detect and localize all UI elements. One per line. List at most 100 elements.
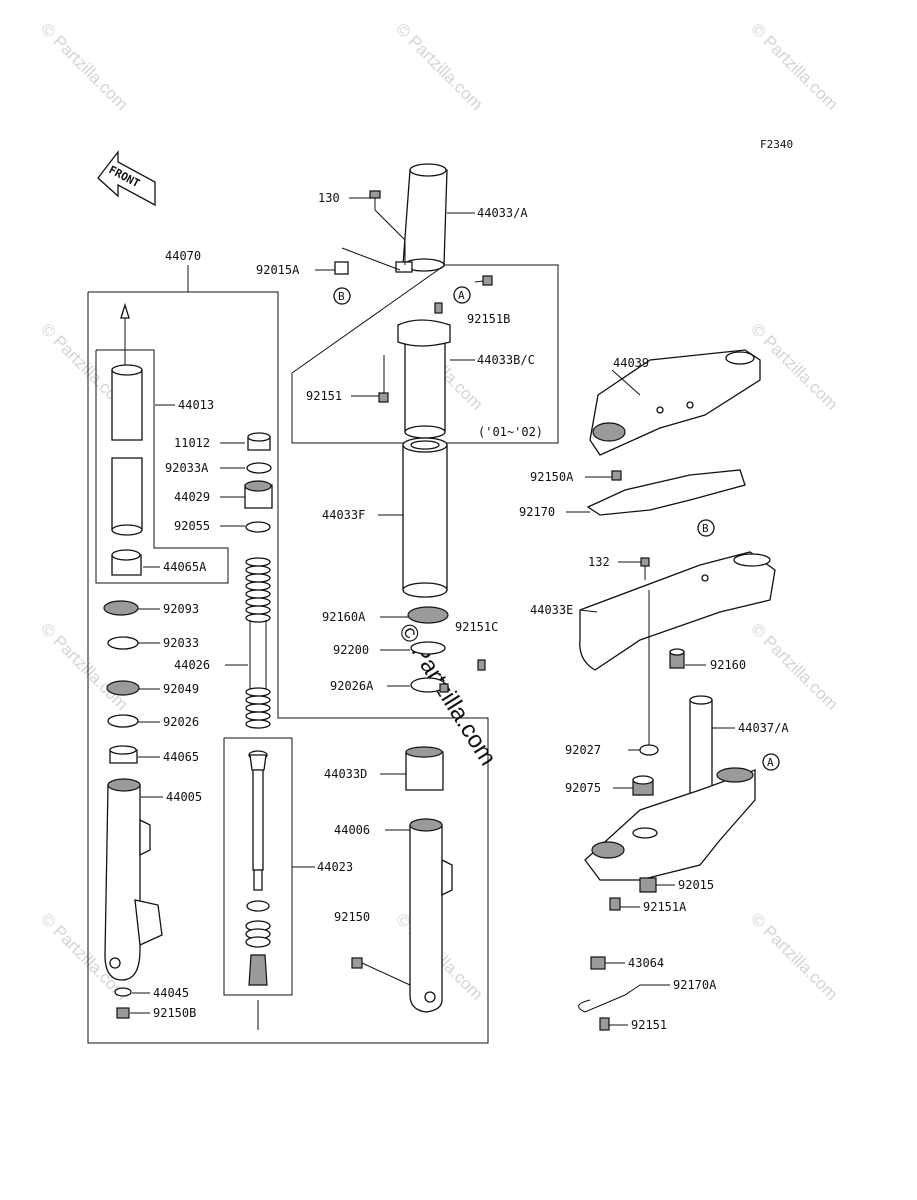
label-44065a: 44065A <box>163 560 207 574</box>
label-92160a: 92160A <box>322 610 366 624</box>
label-44029: 44029 <box>174 490 210 504</box>
label-92026: 92026 <box>163 715 199 729</box>
label-43064: 43064 <box>628 956 664 970</box>
label-92026a: 92026A <box>330 679 374 693</box>
label-44033f: 44033F <box>322 508 365 522</box>
top-bracket-44039 <box>589 349 761 456</box>
label-92150a: 92150A <box>530 470 574 484</box>
bolt-130 <box>369 190 381 210</box>
label-92151b: 92151B <box>467 312 510 326</box>
nut-43064 <box>590 956 606 970</box>
cap-11012 <box>247 432 271 451</box>
watermark: © Partzilla.com <box>747 909 841 1003</box>
watermark-center: © Partzilla.com <box>393 619 502 770</box>
part-labels: 130 44033/A 92015A 92151B 44033B/C 92151… <box>153 191 789 1032</box>
outer-tube-44006 <box>409 818 453 1013</box>
box-44070 <box>87 265 489 1044</box>
bolt-92151c <box>477 659 486 671</box>
callout-a: A <box>762 753 780 771</box>
label-92015a: 92015A <box>256 263 300 277</box>
outer-tube-44005 <box>104 778 163 981</box>
callout-b: B <box>333 287 351 305</box>
label-92200: 92200 <box>333 643 369 657</box>
bolt-92150 <box>351 957 411 986</box>
label-44013: 44013 <box>178 398 214 412</box>
callout-b: B <box>697 519 715 537</box>
label-92151a: 92151A <box>643 900 687 914</box>
watermark: © Partzilla.com <box>392 19 486 113</box>
damper-rod-44023 <box>245 750 271 1030</box>
svg-text:B: B <box>338 290 345 303</box>
upper-cover-44033a <box>395 163 448 273</box>
adjuster-44029 <box>244 480 273 509</box>
watermark: © Partzilla.com <box>747 319 841 413</box>
stem-44037a <box>584 695 756 881</box>
label-92033: 92033 <box>163 636 199 650</box>
bolt-92150a <box>611 470 622 481</box>
bolt-132 <box>640 557 650 580</box>
front-arrow-icon: FRONT <box>97 150 156 207</box>
label-44033a: 44033/A <box>477 206 528 220</box>
watermark: © Partzilla.com <box>747 19 841 113</box>
bracket-44033e <box>579 551 776 671</box>
label-92151: 92151 <box>306 389 342 403</box>
label-44045: 44045 <box>153 986 189 1000</box>
washer-92200 <box>410 641 446 655</box>
washer-92026 <box>107 714 139 728</box>
label-11012: 11012 <box>174 436 210 450</box>
bolt-92150b <box>116 1007 130 1019</box>
label-44070: 44070 <box>165 249 201 263</box>
box-44033bc <box>291 264 559 444</box>
svg-text:B: B <box>702 522 709 535</box>
seal-92049 <box>106 680 140 696</box>
label-92027: 92027 <box>565 743 601 757</box>
label-44033d: 44033D <box>324 767 367 781</box>
label-44039: 44039 <box>613 356 649 370</box>
collar-92015a <box>334 261 349 275</box>
bushing-44065a <box>111 549 142 576</box>
bracket-92170 <box>586 469 746 516</box>
label-92055: 92055 <box>174 519 210 533</box>
svg-text:A: A <box>767 756 774 769</box>
label-44065: 44065 <box>163 750 199 764</box>
label-44037a: 44037/A <box>738 721 789 735</box>
clip-92170a <box>578 984 660 1013</box>
svg-text:A: A <box>458 289 465 302</box>
watermark: © Partzilla.com <box>37 19 131 113</box>
nut-92160 <box>669 648 685 669</box>
label-44033e: 44033E <box>530 603 573 617</box>
seal-92093 <box>103 600 139 616</box>
leader-lines <box>130 197 735 1026</box>
spacer-44033f <box>402 437 448 598</box>
label-92093: 92093 <box>163 602 199 616</box>
label-130: 130 <box>318 191 340 205</box>
label-92150: 92150 <box>334 910 370 924</box>
label-44023: 44023 <box>317 860 353 874</box>
label-92151c: 92151C <box>455 620 498 634</box>
label-92150b: 92150B <box>153 1006 196 1020</box>
label-92160: 92160 <box>710 658 746 672</box>
label-44006: 44006 <box>334 823 370 837</box>
callout-a: A <box>453 286 471 304</box>
washer-92160a <box>407 606 449 624</box>
label-44005: 44005 <box>166 790 202 804</box>
bolt-92151a <box>609 897 621 911</box>
label-92170: 92170 <box>519 505 555 519</box>
label-132: 132 <box>588 555 610 569</box>
oring-92055 <box>245 521 271 533</box>
bolt-92151-lower <box>599 1017 610 1031</box>
label-92075: 92075 <box>565 781 601 795</box>
spring-44026 <box>245 557 271 729</box>
watermark: © Partzilla.com <box>37 619 131 713</box>
nut-92075 <box>632 775 654 796</box>
label-44026: 44026 <box>174 658 210 672</box>
label-92049: 92049 <box>163 682 199 696</box>
label-44033bc: 44033B/C <box>477 353 535 367</box>
label-92151-lower: 92151 <box>631 1018 667 1032</box>
diagram-code: F2340 <box>760 138 793 151</box>
bushing-44065 <box>109 745 138 764</box>
ring-92033a <box>246 462 272 474</box>
year-note: ('01~'02) <box>478 425 543 439</box>
washer-44045 <box>114 987 132 997</box>
